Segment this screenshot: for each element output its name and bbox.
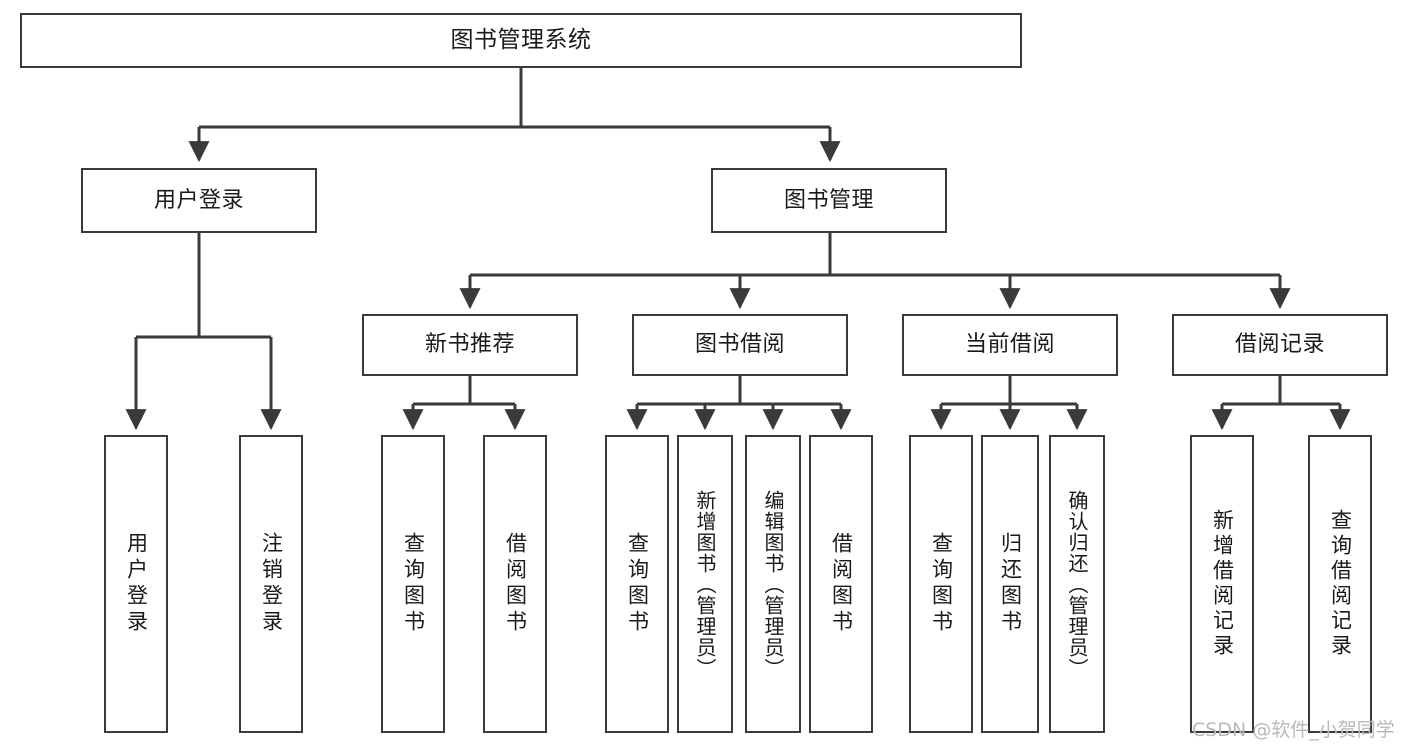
node-leaf-confirm-return-admin[interactable]: 确认归还（管理员）: [1049, 435, 1105, 733]
node-current-borrow-label: 当前借阅: [964, 332, 1055, 357]
node-leaf-add-borrow-record[interactable]: 新增借阅记录: [1190, 435, 1254, 733]
node-borrow-record[interactable]: 借阅记录: [1172, 314, 1388, 376]
node-leaf-borrow-book-recommend-label: 借阅图书: [503, 532, 528, 636]
node-leaf-add-book-admin-label: 新增图书（管理员）: [693, 489, 717, 679]
node-leaf-confirm-return-admin-label: 确认归还（管理员）: [1065, 489, 1089, 679]
node-book-management[interactable]: 图书管理: [711, 168, 947, 233]
node-leaf-query-borrow-record-label: 查询借阅记录: [1328, 509, 1353, 659]
node-leaf-query-borrow-record[interactable]: 查询借阅记录: [1308, 435, 1372, 733]
node-leaf-user-login-label: 用户登录: [124, 532, 149, 636]
node-leaf-user-login[interactable]: 用户登录: [104, 435, 168, 733]
node-new-book-recommend-label: 新书推荐: [424, 332, 515, 357]
node-leaf-return-book-label: 归还图书: [998, 532, 1023, 636]
node-book-borrow-label: 图书借阅: [694, 332, 785, 357]
node-leaf-return-book[interactable]: 归还图书: [981, 435, 1039, 733]
node-leaf-query-book-borrow-label: 查询图书: [625, 532, 650, 636]
node-leaf-query-book-current-label: 查询图书: [929, 532, 954, 636]
node-leaf-edit-book-admin-label: 编辑图书（管理员）: [761, 489, 785, 679]
node-book-management-label: 图书管理: [783, 187, 874, 213]
node-leaf-borrow-book-label: 借阅图书: [829, 532, 854, 636]
csdn-watermark: CSDN @软件_小贺同学: [1192, 719, 1395, 741]
node-new-book-recommend[interactable]: 新书推荐: [362, 314, 578, 376]
node-leaf-logout-label: 注销登录: [259, 532, 284, 636]
node-current-borrow[interactable]: 当前借阅: [902, 314, 1118, 376]
node-leaf-logout[interactable]: 注销登录: [239, 435, 303, 733]
node-leaf-query-book-recommend[interactable]: 查询图书: [381, 435, 445, 733]
node-leaf-add-borrow-record-label: 新增借阅记录: [1210, 509, 1235, 659]
node-root-book-management-system[interactable]: 图书管理系统: [20, 13, 1022, 68]
node-leaf-borrow-book-recommend[interactable]: 借阅图书: [483, 435, 547, 733]
node-leaf-query-book-recommend-label: 查询图书: [401, 532, 426, 636]
node-user-login[interactable]: 用户登录: [81, 168, 317, 233]
node-leaf-query-book-current[interactable]: 查询图书: [909, 435, 973, 733]
node-user-login-label: 用户登录: [153, 187, 244, 213]
node-leaf-edit-book-admin[interactable]: 编辑图书（管理员）: [745, 435, 801, 733]
node-root-label: 图书管理系统: [450, 27, 592, 53]
node-leaf-borrow-book[interactable]: 借阅图书: [809, 435, 873, 733]
node-borrow-record-label: 借阅记录: [1234, 332, 1325, 357]
node-book-borrow[interactable]: 图书借阅: [632, 314, 848, 376]
node-leaf-add-book-admin[interactable]: 新增图书（管理员）: [677, 435, 733, 733]
node-leaf-query-book-borrow[interactable]: 查询图书: [605, 435, 669, 733]
